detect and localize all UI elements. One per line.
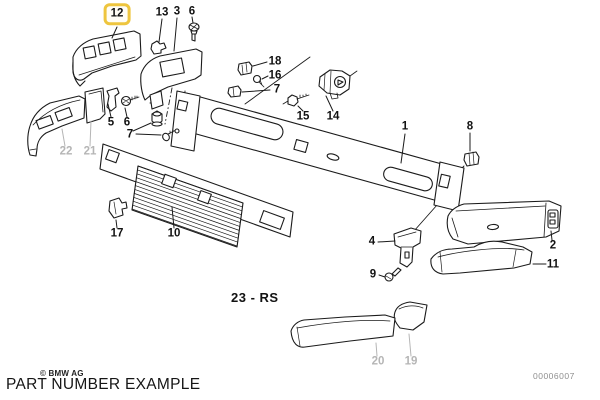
part-label-14: 14 [326, 110, 340, 123]
part-16-screw [252, 74, 265, 88]
part-12-end-cap [72, 30, 142, 87]
part-6-bolt [120, 95, 140, 107]
part-label-5: 5 [107, 116, 115, 129]
part-label-11: 11 [546, 258, 560, 271]
part-22-bumper-quarter [27, 95, 86, 157]
part-label-20: 20 [371, 355, 385, 368]
part-label-8: 8 [466, 120, 474, 133]
part-label-22: 22 [59, 145, 73, 158]
part-13-clip [150, 40, 167, 55]
part-label-6: 6 [188, 5, 196, 18]
section-code: 23 - RS [231, 290, 279, 305]
part-label-10: 10 [167, 227, 181, 240]
part-10-grille-panel [99, 143, 294, 248]
part-20-trim-strip [290, 314, 396, 348]
part-label-15: 15 [296, 110, 310, 123]
part-4-bracket [393, 227, 422, 268]
part-label-18: 18 [268, 55, 282, 68]
part-label-21: 21 [83, 145, 97, 158]
part-1-carrier-beam [170, 90, 465, 212]
leader-lines [107, 16, 553, 278]
part-label-9: 9 [369, 268, 377, 281]
part-label-7: 7 [126, 128, 134, 141]
part-18-clip [237, 61, 253, 76]
part-15-bolt [282, 93, 310, 107]
part-label-12: 12 [103, 3, 131, 25]
gray-leader-lines [61, 120, 412, 357]
caption-part-number-example: PART NUMBER EXAMPLE [6, 376, 201, 393]
part-label-6: 6 [123, 116, 131, 129]
bmw-copyright: © BMW AG [40, 369, 84, 378]
part-7-clip [227, 85, 242, 98]
part-label-2: 2 [549, 239, 557, 252]
part-3-bumper-section [140, 48, 203, 110]
part-11-trim-strip [430, 240, 533, 275]
part-label-13: 13 [155, 6, 169, 19]
grille-slats [131, 165, 244, 247]
part-21-panel [84, 87, 106, 124]
part-17-clip [108, 197, 128, 219]
part-label-17: 17 [110, 227, 124, 240]
part-label-19: 19 [404, 355, 418, 368]
part-2-end-cap [446, 200, 562, 245]
part-label-1: 1 [401, 120, 409, 133]
drawing-number: 00006007 [533, 371, 575, 381]
part-label-4: 4 [368, 235, 376, 248]
part-5-bracket [106, 87, 120, 112]
part-label-3: 3 [173, 5, 181, 18]
part-label-16: 16 [268, 69, 282, 82]
part-6-screw-top [188, 22, 200, 42]
part-7-nut-and-bolt [151, 110, 180, 142]
part-14-horn-bracket [318, 69, 358, 100]
part-8-clip [463, 151, 480, 167]
part-label-7: 7 [273, 83, 281, 96]
